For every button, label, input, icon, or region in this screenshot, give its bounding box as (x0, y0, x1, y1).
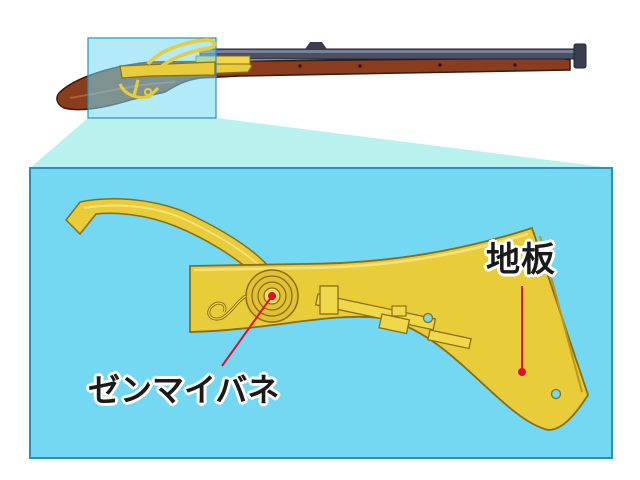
lock-mechanism-detail (65, 198, 589, 431)
rifle-muzzle (573, 43, 587, 69)
rifle-front-sight (305, 42, 327, 49)
sear-tumbler (319, 285, 339, 315)
sear-guide (378, 313, 411, 335)
screw-hole (422, 312, 434, 324)
label-baseplate: 地板 (486, 240, 556, 280)
screw-hole (550, 388, 562, 400)
leader-dot-mainspring (268, 292, 276, 300)
sear-tail (427, 329, 472, 350)
leader-line-mainspring (221, 295, 273, 367)
rifle-lock-highlighted (118, 38, 217, 99)
zoom-wedge (30, 118, 612, 168)
label-mainspring: ゼンマイバネ (88, 371, 280, 409)
leader-dot-baseplate (518, 368, 526, 376)
